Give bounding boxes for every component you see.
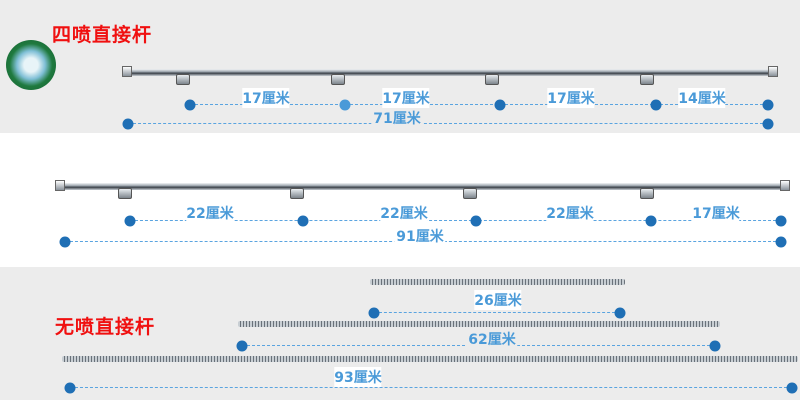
segment-label: 22厘米	[546, 203, 594, 223]
segment-line	[130, 220, 781, 221]
nozzle	[176, 74, 190, 85]
dot	[122, 118, 134, 130]
length-line	[374, 312, 620, 313]
dot	[64, 382, 76, 394]
segment-label: 22厘米	[380, 203, 428, 223]
total-line	[128, 123, 768, 124]
dot	[614, 307, 626, 319]
segment-label: 17厘米	[242, 88, 290, 108]
dot	[650, 99, 662, 111]
section-four-nozzle-long	[0, 133, 800, 267]
dot	[775, 236, 787, 248]
length-label: 93厘米	[334, 367, 382, 387]
dot	[184, 99, 196, 111]
rod-71cm	[125, 69, 775, 76]
dot	[59, 236, 71, 248]
segment-line	[190, 104, 768, 105]
dot	[762, 99, 774, 111]
dot	[368, 307, 380, 319]
segment-label: 17厘米	[382, 88, 430, 108]
rod-end-cap	[780, 180, 790, 191]
total-label: 91厘米	[394, 226, 446, 246]
segment-label: 22厘米	[186, 203, 234, 223]
nozzle	[331, 74, 345, 85]
nozzle	[640, 188, 654, 199]
rod-end-cap	[122, 66, 132, 77]
nozzle	[118, 188, 132, 199]
dot	[762, 118, 774, 130]
dot	[124, 215, 136, 227]
segment-label: 17厘米	[692, 203, 740, 223]
segment-label: 17厘米	[547, 88, 595, 108]
rod-91cm	[58, 183, 788, 190]
hose-93cm	[62, 356, 798, 362]
rod-end-cap	[768, 66, 778, 77]
dot	[470, 215, 482, 227]
rod-end-cap	[55, 180, 65, 191]
nozzle	[485, 74, 499, 85]
title-no-nozzle: 无喷直接杆	[55, 316, 156, 338]
dot	[494, 99, 506, 111]
title-four-nozzle: 四喷直接杆	[52, 24, 153, 46]
length-label: 26厘米	[474, 290, 522, 310]
segment-label: 14厘米	[678, 88, 726, 108]
dot	[236, 340, 248, 352]
dot	[709, 340, 721, 352]
nozzle	[290, 188, 304, 199]
length-label: 62厘米	[466, 329, 518, 349]
section-no-nozzle	[0, 267, 800, 400]
dot	[297, 215, 309, 227]
dot	[786, 382, 798, 394]
hose-62cm	[238, 321, 720, 327]
brand-logo	[6, 40, 56, 90]
dot	[339, 99, 351, 111]
total-label: 71厘米	[371, 108, 423, 128]
dot	[645, 215, 657, 227]
nozzle	[640, 74, 654, 85]
length-line	[70, 387, 792, 388]
nozzle	[463, 188, 477, 199]
hose-26cm	[370, 279, 625, 285]
dot	[775, 215, 787, 227]
